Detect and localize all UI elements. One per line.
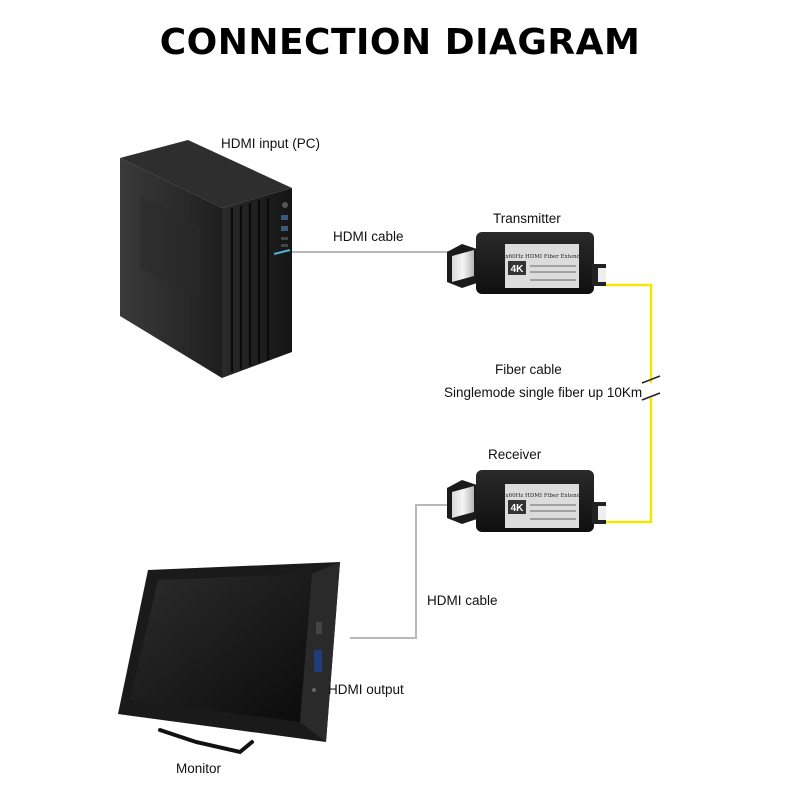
transmitter-4k-badge: 4K [511,264,525,275]
transmitter-device-image: 4Kx60Hz HDMI Fiber Extender 4K [447,232,606,294]
fiber-cable [600,283,653,383]
hdmi-output-label: HDMI output [328,682,404,697]
pc-tower-image [120,140,292,378]
fiber-break-mark-top [641,375,661,384]
fiber-spec-label: Singlemode single fiber up 10Km [444,385,643,400]
receiver-label: Receiver [488,447,542,462]
page-title: CONNECTION DIAGRAM [159,22,641,63]
monitor-image [118,562,340,755]
hdmi-cable-bottom [350,504,452,639]
hdmi-input-pc-label: HDMI input (PC) [221,136,321,151]
hdmi-cable-top-label: HDMI cable [333,229,404,244]
fiber-break-mark-bottom [641,392,661,401]
transmitter-screen-title: 4Kx60Hz HDMI Fiber Extender [498,254,587,260]
receiver-4k-badge: 4K [511,503,525,514]
fiber-cable-lower [600,398,653,524]
transmitter-label: Transmitter [493,211,561,226]
monitor-label: Monitor [176,761,222,776]
hdmi-cable-bottom-label: HDMI cable [427,593,498,608]
fiber-cable-label: Fiber cable [495,362,562,377]
receiver-device-image: 4Kx60Hz HDMI Fiber Extender 4K [447,470,606,532]
receiver-screen-title: 4Kx60Hz HDMI Fiber Extender [498,493,587,499]
